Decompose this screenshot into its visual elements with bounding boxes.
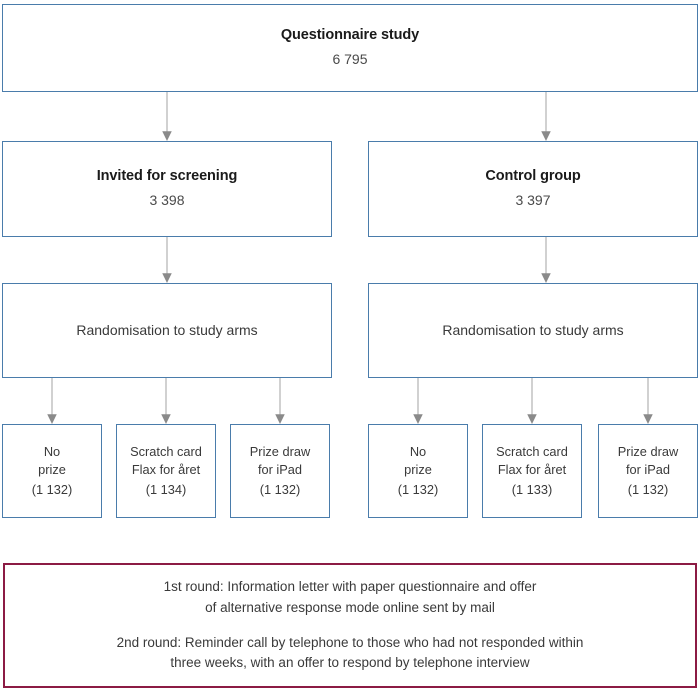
footnote-round-1-line-1: 1st round: Information letter with paper… [163, 578, 537, 594]
box-allocation-no-prize-left: No prize (1 132) [2, 424, 102, 518]
box-title: Control group [485, 168, 581, 185]
allocation-count: (1 132) [31, 481, 73, 497]
allocation-count: (1 132) [397, 481, 439, 497]
box-count: 3 398 [149, 191, 185, 208]
footnote-round-2-line-1: 2nd round: Reminder call by telephone to… [116, 634, 584, 650]
allocation-line-2: prize [404, 462, 432, 478]
footnote-round-1-line-2: of alternative response mode online sent… [205, 599, 495, 615]
box-count: 3 397 [515, 191, 551, 208]
footnote-box: 1st round: Information letter with paper… [3, 563, 697, 688]
box-allocation-scratch-card-left: Scratch card Flax for året (1 134) [116, 424, 216, 518]
box-title: Questionnaire study [280, 27, 420, 44]
footnote-round-2-line-2: three weeks, with an offer to respond by… [170, 655, 530, 671]
box-control-group: Control group 3 397 [368, 141, 698, 237]
allocation-line-1: No [409, 443, 427, 459]
box-allocation-prize-draw-left: Prize draw for iPad (1 132) [230, 424, 330, 518]
allocation-count: (1 132) [627, 481, 669, 497]
allocation-line-2: for iPad [257, 462, 303, 478]
allocation-line-1: Scratch card [496, 443, 568, 459]
allocation-line-1: Scratch card [130, 443, 202, 459]
box-invited-for-screening: Invited for screening 3 398 [2, 141, 332, 237]
box-questionnaire-study: Questionnaire study 6 795 [2, 4, 698, 92]
box-allocation-prize-draw-right: Prize draw for iPad (1 132) [598, 424, 698, 518]
allocation-count: (1 133) [511, 481, 553, 497]
allocation-line-2: for iPad [625, 462, 671, 478]
box-title: Invited for screening [96, 168, 238, 185]
box-label: Randomisation to study arms [76, 321, 258, 338]
allocation-count: (1 132) [259, 481, 301, 497]
allocation-line-2: Flax for året [497, 462, 567, 478]
box-count: 6 795 [332, 50, 368, 67]
allocation-line-2: Flax for året [131, 462, 201, 478]
box-allocation-no-prize-right: No prize (1 132) [368, 424, 468, 518]
footnote-round-1: 1st round: Information letter with paper… [164, 577, 537, 619]
allocation-line-1: Prize draw [249, 443, 311, 459]
box-label: Randomisation to study arms [442, 321, 624, 338]
box-randomisation-left: Randomisation to study arms [2, 283, 332, 378]
allocation-count: (1 134) [145, 481, 187, 497]
allocation-line-2: prize [38, 462, 66, 478]
footnote-round-2: 2nd round: Reminder call by telephone to… [117, 633, 584, 675]
allocation-line-1: No [43, 443, 61, 459]
box-allocation-scratch-card-right: Scratch card Flax for året (1 133) [482, 424, 582, 518]
allocation-line-1: Prize draw [617, 443, 679, 459]
box-randomisation-right: Randomisation to study arms [368, 283, 698, 378]
